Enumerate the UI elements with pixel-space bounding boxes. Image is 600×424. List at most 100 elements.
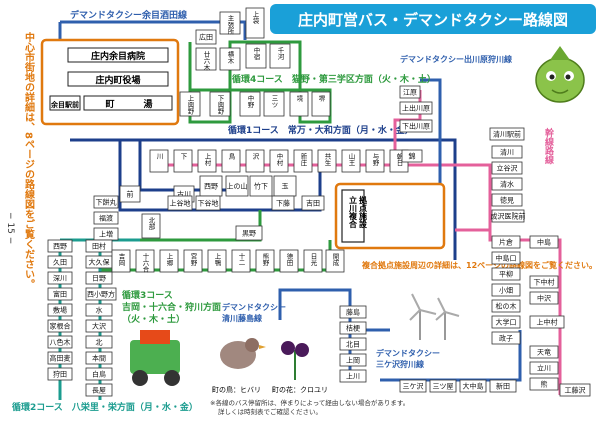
bus-stop-ichinohe[interactable]: 横木 [219, 47, 241, 71]
bus-stop-kaminaka[interactable]: 上中村 [529, 315, 565, 329]
bus-stop-kaisei[interactable]: 開成 [325, 249, 345, 273]
bus-stop-yoshida[interactable]: 吉田 [301, 195, 325, 211]
bus-stop-chuo[interactable]: 主張所 [219, 11, 241, 36]
bus-stop-nishino[interactable]: 西野 [199, 175, 223, 197]
bus-stop-kamikawa[interactable]: 上川 [339, 369, 367, 383]
bus-stop-mitsuya[interactable]: 三ツ屋 [429, 379, 457, 393]
bus-stop-chuko[interactable]: 中島口 [491, 251, 521, 265]
bus-stop-shimofuji[interactable]: 下藤 [271, 195, 295, 211]
bus-stop-kiyokawa[interactable]: 清川 [491, 145, 523, 159]
bus-stop-nikko[interactable]: 日光 [303, 249, 323, 273]
bus-stop-hatta[interactable]: 八色木 [47, 335, 73, 349]
bus-stop-shimomaru[interactable]: 下餅丸 [93, 195, 119, 209]
town-stop[interactable] [83, 95, 173, 111]
bus-stop-mae[interactable]: 前 [119, 185, 141, 203]
bus-stop-juroku[interactable]: 十六合 [135, 249, 155, 274]
bus-stop-kamishi[interactable]: 上増 [93, 227, 119, 241]
bus-stop-kamioka[interactable]: 上岡 [339, 353, 367, 367]
bus-stop-shikiba[interactable]: 敷場 [47, 303, 73, 317]
bus-stop-honma[interactable]: 本間 [85, 351, 113, 365]
bus-stop-kazu[interactable]: 北目 [339, 337, 367, 351]
bus-stop-ookubo[interactable]: 大久保 [85, 255, 113, 269]
bus-stop-kamishide[interactable]: 上出川原 [399, 101, 433, 115]
bus-stop-narita[interactable]: 成沢医院前 [491, 209, 526, 223]
bus-stop-kamigo[interactable]: 上郷 [159, 249, 179, 273]
bus-stop-kumano[interactable]: 熊野 [255, 249, 275, 273]
bus-stop-sanagawa[interactable]: 三ケ沢 [399, 379, 427, 393]
hub-stop[interactable] [341, 189, 365, 243]
bus-stop-obata[interactable]: 小畑 [491, 283, 521, 297]
bus-stop-fukuro[interactable]: 福渡 [93, 211, 119, 225]
bus-stop-shimizu[interactable]: 清水 [491, 177, 523, 191]
bus-stop-kawazoe[interactable]: 下 [173, 149, 193, 173]
bus-stop-kaminoyama[interactable]: 上の山 [225, 175, 249, 197]
bus-stop-kouda[interactable]: 工藤沢 [559, 383, 591, 397]
bus-stop-kyosei[interactable]: 共生 [317, 149, 337, 173]
bus-stop-heiyo[interactable]: 平柳 [491, 267, 521, 281]
bus-stop-sanno[interactable]: 山王 [341, 149, 361, 173]
bus-stop-kawa[interactable]: 川 [149, 149, 169, 173]
bus-stop-kanda[interactable]: 狩田 [47, 367, 73, 381]
bus-stop-tsunagi[interactable]: 廿六木 [195, 47, 217, 72]
bus-stop-toriya[interactable]: 鳥 [221, 149, 241, 173]
bus-stop-hino[interactable]: 日野 [85, 271, 113, 285]
bus-stop-ibu[interactable]: 境 [289, 91, 309, 117]
bus-stop-miyano[interactable]: 宮野 [183, 249, 203, 273]
bus-stop-hirota[interactable]: 広田 [195, 29, 217, 45]
bus-stop-nakazawa[interactable]: 中沢 [529, 291, 559, 305]
bus-stop-shimonaka[interactable]: 下中村 [529, 275, 559, 289]
bus-stop-mizu[interactable]: 水 [85, 303, 113, 317]
bus-stop-takahama[interactable]: 高田麦 [47, 351, 73, 365]
bus-stop-kuroiwa[interactable]: 上袋 [245, 7, 265, 39]
bus-stop-tatsukawa[interactable]: 立川 [529, 361, 559, 375]
hospital-stop[interactable] [67, 47, 169, 63]
bus-stop-sakaiu[interactable]: 堺 [311, 91, 331, 117]
bus-stop-tominari[interactable]: 富田 [47, 287, 73, 301]
bus-stop-kamisho[interactable]: 上興野 [179, 91, 201, 117]
bus-stop-ichinomiya[interactable]: 中村 [269, 149, 289, 173]
bus-stop-ehara[interactable]: 江原 [399, 85, 421, 99]
bus-stop-shimo[interactable]: 下興野 [209, 91, 231, 117]
bus-stop-nishikibu[interactable]: 西小野方 [85, 287, 117, 301]
bus-stop-tokuda[interactable]: 徳田 [279, 249, 299, 273]
bus-stop-kamiya2[interactable]: 上谷地 [167, 195, 193, 211]
bus-stop-kata[interactable]: 片倉 [491, 235, 521, 249]
bus-stop-kikyou[interactable]: 桔梗 [339, 321, 367, 335]
bus-stop-yosano[interactable]: 与野 [365, 149, 385, 173]
bus-stop-daigaku[interactable]: 大学口 [491, 315, 521, 329]
bus-stop-senke[interactable]: 千河 [269, 43, 291, 69]
bus-stop-kashi[interactable]: 家根合 [47, 319, 73, 333]
bus-stop-juni[interactable]: 十二 [231, 249, 251, 273]
amarume-station-stop[interactable] [49, 95, 81, 111]
bus-stop-kuma2[interactable]: 熊 [529, 377, 559, 391]
bus-stop-oota[interactable]: 大中島 [459, 379, 487, 393]
bus-stop-yoshioka[interactable]: 吉岡 [111, 249, 131, 273]
bus-stop-kiyokawa_st[interactable]: 清川駅前 [489, 127, 525, 141]
bus-stop-shimoshide[interactable]: 下出川原 [399, 119, 433, 133]
bus-stop-kamimura[interactable]: 上村 [197, 149, 217, 173]
bus-stop-nishino2[interactable]: 西野 [47, 239, 73, 253]
bus-stop-fujishima[interactable]: 藤島 [339, 305, 367, 319]
bus-stop-osawa[interactable]: 大沢 [85, 319, 113, 333]
bus-stop-shiratori[interactable]: 白鳥 [85, 367, 113, 381]
bus-stop-tachiya[interactable]: 立谷沢 [491, 161, 523, 175]
office-stop[interactable] [67, 71, 169, 87]
bus-stop-tama[interactable]: 玉 [273, 175, 297, 197]
bus-stop-naka[interactable]: 中島 [529, 235, 559, 249]
bus-stop-kuda[interactable]: 久田 [47, 255, 73, 269]
bus-stop-shimoyachi[interactable]: 下谷地 [195, 195, 221, 211]
bus-stop-shinden[interactable]: 新田 [489, 379, 517, 393]
bus-stop-hoka[interactable]: 中宿 [245, 43, 267, 69]
bus-stop-fukura[interactable]: 深川 [47, 271, 73, 285]
bus-stop-nishiki[interactable]: 錦 [401, 149, 423, 163]
bus-stop-kurono[interactable]: 黒野 [235, 225, 263, 241]
bus-stop-shinhon[interactable]: 新庄 [293, 149, 313, 173]
bus-stop-matsu[interactable]: 松の木 [491, 299, 521, 313]
bus-stop-takeshita[interactable]: 竹下 [249, 175, 273, 197]
bus-stop-nagaya[interactable]: 長屋 [85, 383, 113, 397]
bus-stop-kitabe[interactable]: 北部 [141, 213, 161, 239]
bus-stop-tokumi[interactable]: 徳見 [491, 193, 523, 207]
bus-stop-tamura[interactable]: 田村 [85, 239, 113, 253]
bus-stop-chuou[interactable]: 中野 [239, 91, 261, 117]
bus-stop-tenryu[interactable]: 天竜 [529, 345, 559, 359]
